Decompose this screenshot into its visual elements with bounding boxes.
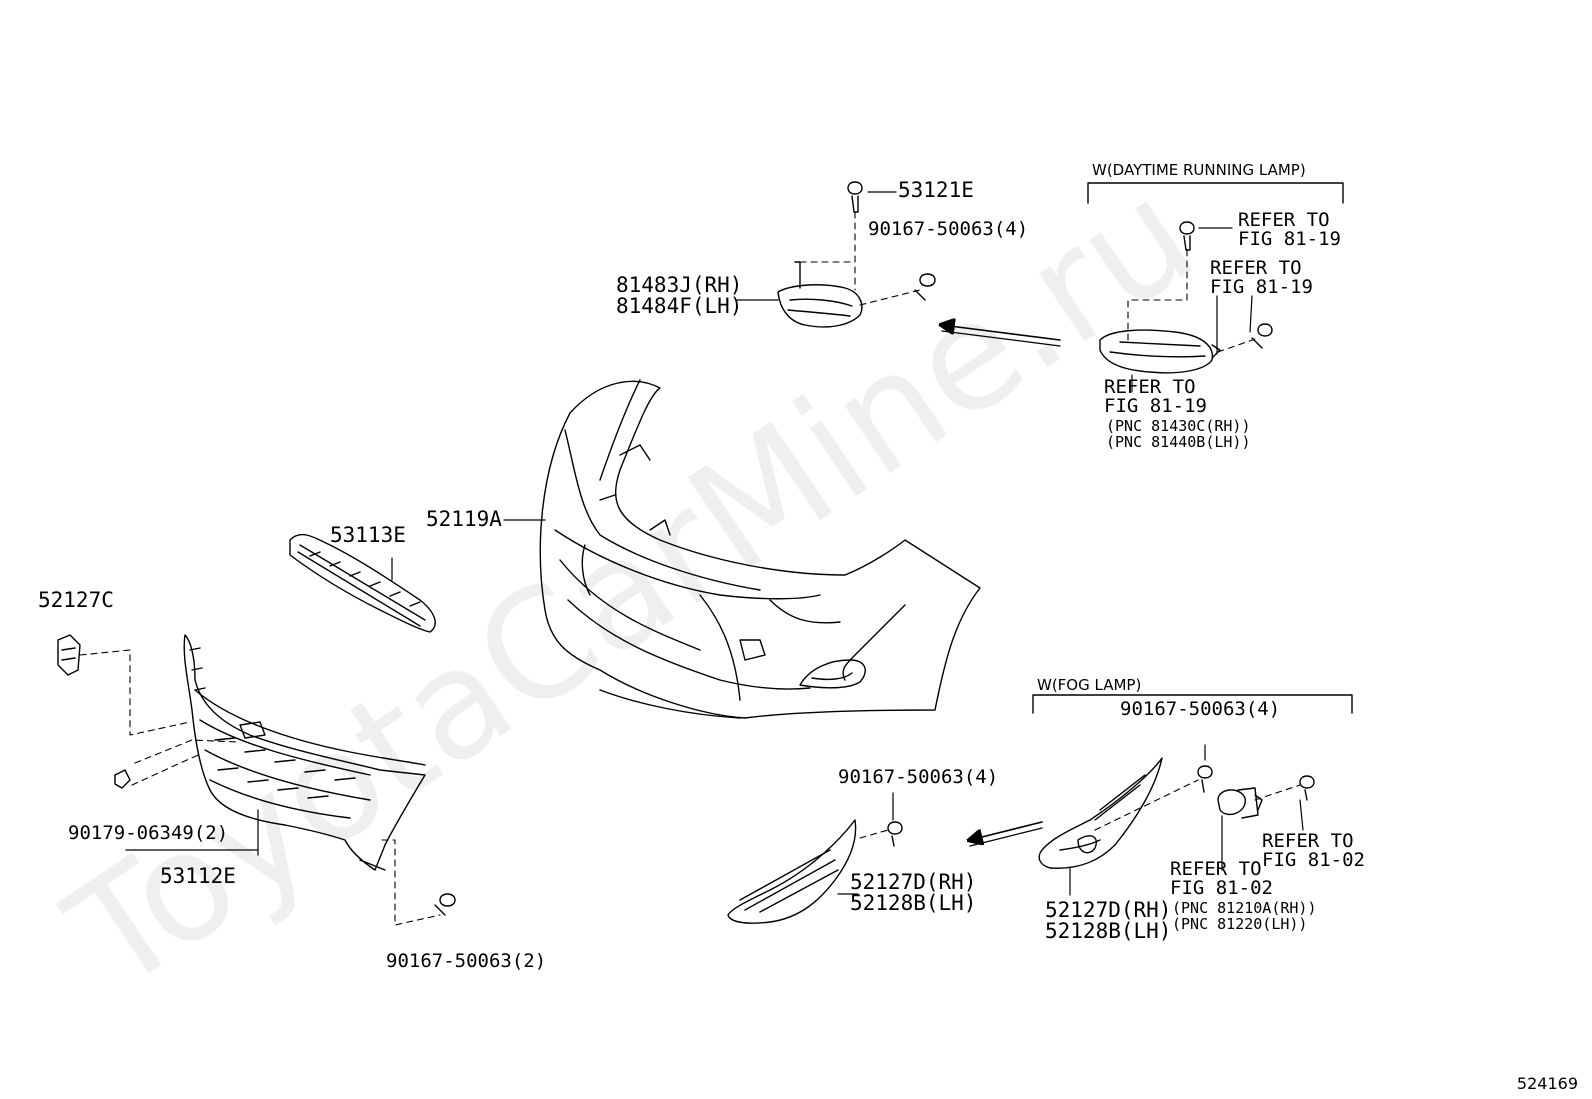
drl-clip-drawing — [1179, 221, 1195, 251]
label-52128b-left: 52128B(LH) — [850, 891, 977, 915]
drl-cover-drawing — [777, 261, 863, 328]
fog-pnc-lh: (PNC 81220(LH)) — [1172, 915, 1308, 933]
label-81483j: 81483J(RH) — [616, 273, 743, 297]
drl-clip-reference: REFER TO FIG 81-19 — [1238, 211, 1341, 249]
fog-bolt-mid-drawing — [887, 821, 903, 847]
lower-grille-drawing — [183, 634, 426, 871]
label-53112e: 53112E — [160, 864, 236, 888]
drl-lamp-drawing — [1099, 329, 1221, 374]
label-90179: 90179-06349(2) — [68, 822, 229, 844]
fog-ref2-line1: REFER TO — [1170, 858, 1262, 880]
label-52119a: 52119A — [426, 507, 502, 531]
drl-bolt-drawing — [1251, 323, 1273, 349]
label-53113e: 53113E — [330, 523, 406, 547]
upper-grille-drawing — [289, 533, 436, 633]
drl-ref1-line2: FIG 81-19 — [1238, 228, 1341, 250]
clip-53121e-drawing — [847, 181, 863, 213]
drl-ref3-line1: REFER TO — [1104, 376, 1196, 398]
drl-ref2-line1: REFER TO — [1210, 257, 1302, 279]
fog-direction-arrow — [970, 821, 1043, 840]
fog-ref2-line2: FIG 81-02 — [1170, 877, 1273, 899]
fog-cover-left-drawing — [727, 819, 857, 924]
drl-direction-arrow-body — [941, 330, 1061, 347]
label-90167-top: 90167-50063(4) — [868, 218, 1029, 240]
fog-bolt-right-drawing — [1299, 775, 1315, 801]
label-81484f: 81484F(LH) — [616, 294, 743, 318]
label-fog-cover-right: 52127D(RH) 52128B(LH) — [1045, 900, 1171, 942]
drl-pnc-list: (PNC 81430C(RH)) (PNC 81440B(LH)) — [1106, 418, 1251, 450]
fog-ref1-line1: REFER TO — [1262, 830, 1354, 852]
fog-lamp-reference: REFER TO FIG 81-02 — [1170, 860, 1273, 898]
label-81483j-81484f: 81483J(RH) 81484F(LH) — [616, 275, 742, 317]
fog-bolt-reference: REFER TO FIG 81-02 — [1262, 832, 1365, 870]
drl-direction-arrow — [942, 325, 1061, 341]
fog-group-header: W(FOG LAMP) — [1037, 676, 1142, 694]
bumper-cover-drawing — [539, 379, 981, 719]
fog-pnc-rh: (PNC 81210A(RH)) — [1172, 899, 1317, 917]
label-90167-fog: 90167-50063(4) — [1120, 698, 1281, 720]
label-90167-mid: 90167-50063(4) — [838, 766, 999, 788]
drl-ref1-line1: REFER TO — [1238, 209, 1330, 231]
fog-cover-right-drawing — [1038, 757, 1163, 869]
label-52127d-left: 52127D(RH) — [850, 870, 977, 894]
label-52127c: 52127C — [38, 588, 114, 612]
document-number: 524169 — [1516, 1074, 1578, 1093]
leader-lines — [125, 191, 1304, 896]
label-90167-bottom: 90167-50063(2) — [386, 950, 547, 972]
drl-group-header: W(DAYTIME RUNNING LAMP) — [1092, 161, 1306, 179]
fog-pnc-list: (PNC 81210A(RH)) (PNC 81220(LH)) — [1172, 900, 1317, 932]
fog-bracket — [1032, 694, 1353, 714]
drl-pnc-rh: (PNC 81430C(RH)) — [1106, 417, 1251, 435]
bolt-top-drawing — [914, 273, 936, 301]
bolt-bottom-drawing — [434, 893, 456, 916]
drl-lamp-reference: REFER TO FIG 81-19 — [1104, 378, 1207, 416]
fog-bolt-top-drawing — [1197, 765, 1213, 793]
clip-90179-drawing — [114, 769, 131, 789]
label-53121e: 53121E — [898, 178, 974, 202]
fog-ref1-line2: FIG 81-02 — [1262, 849, 1365, 871]
fog-direction-arrow-body — [969, 827, 1043, 847]
drl-ref3-line2: FIG 81-19 — [1104, 395, 1207, 417]
label-fog-cover-left: 52127D(RH) 52128B(LH) — [850, 872, 976, 914]
drl-ref2-line2: FIG 81-19 — [1210, 276, 1313, 298]
label-52128b-right: 52128B(LH) — [1045, 919, 1172, 943]
drl-bolt-reference: REFER TO FIG 81-19 — [1210, 259, 1313, 297]
drl-bracket — [1087, 182, 1344, 204]
label-52127d-right: 52127D(RH) — [1045, 898, 1172, 922]
drl-pnc-lh: (PNC 81440B(LH)) — [1106, 433, 1251, 451]
fog-lamp-drawing — [1217, 787, 1263, 819]
bracket-52127c-drawing — [57, 634, 81, 676]
dashed-lines — [79, 211, 1301, 926]
